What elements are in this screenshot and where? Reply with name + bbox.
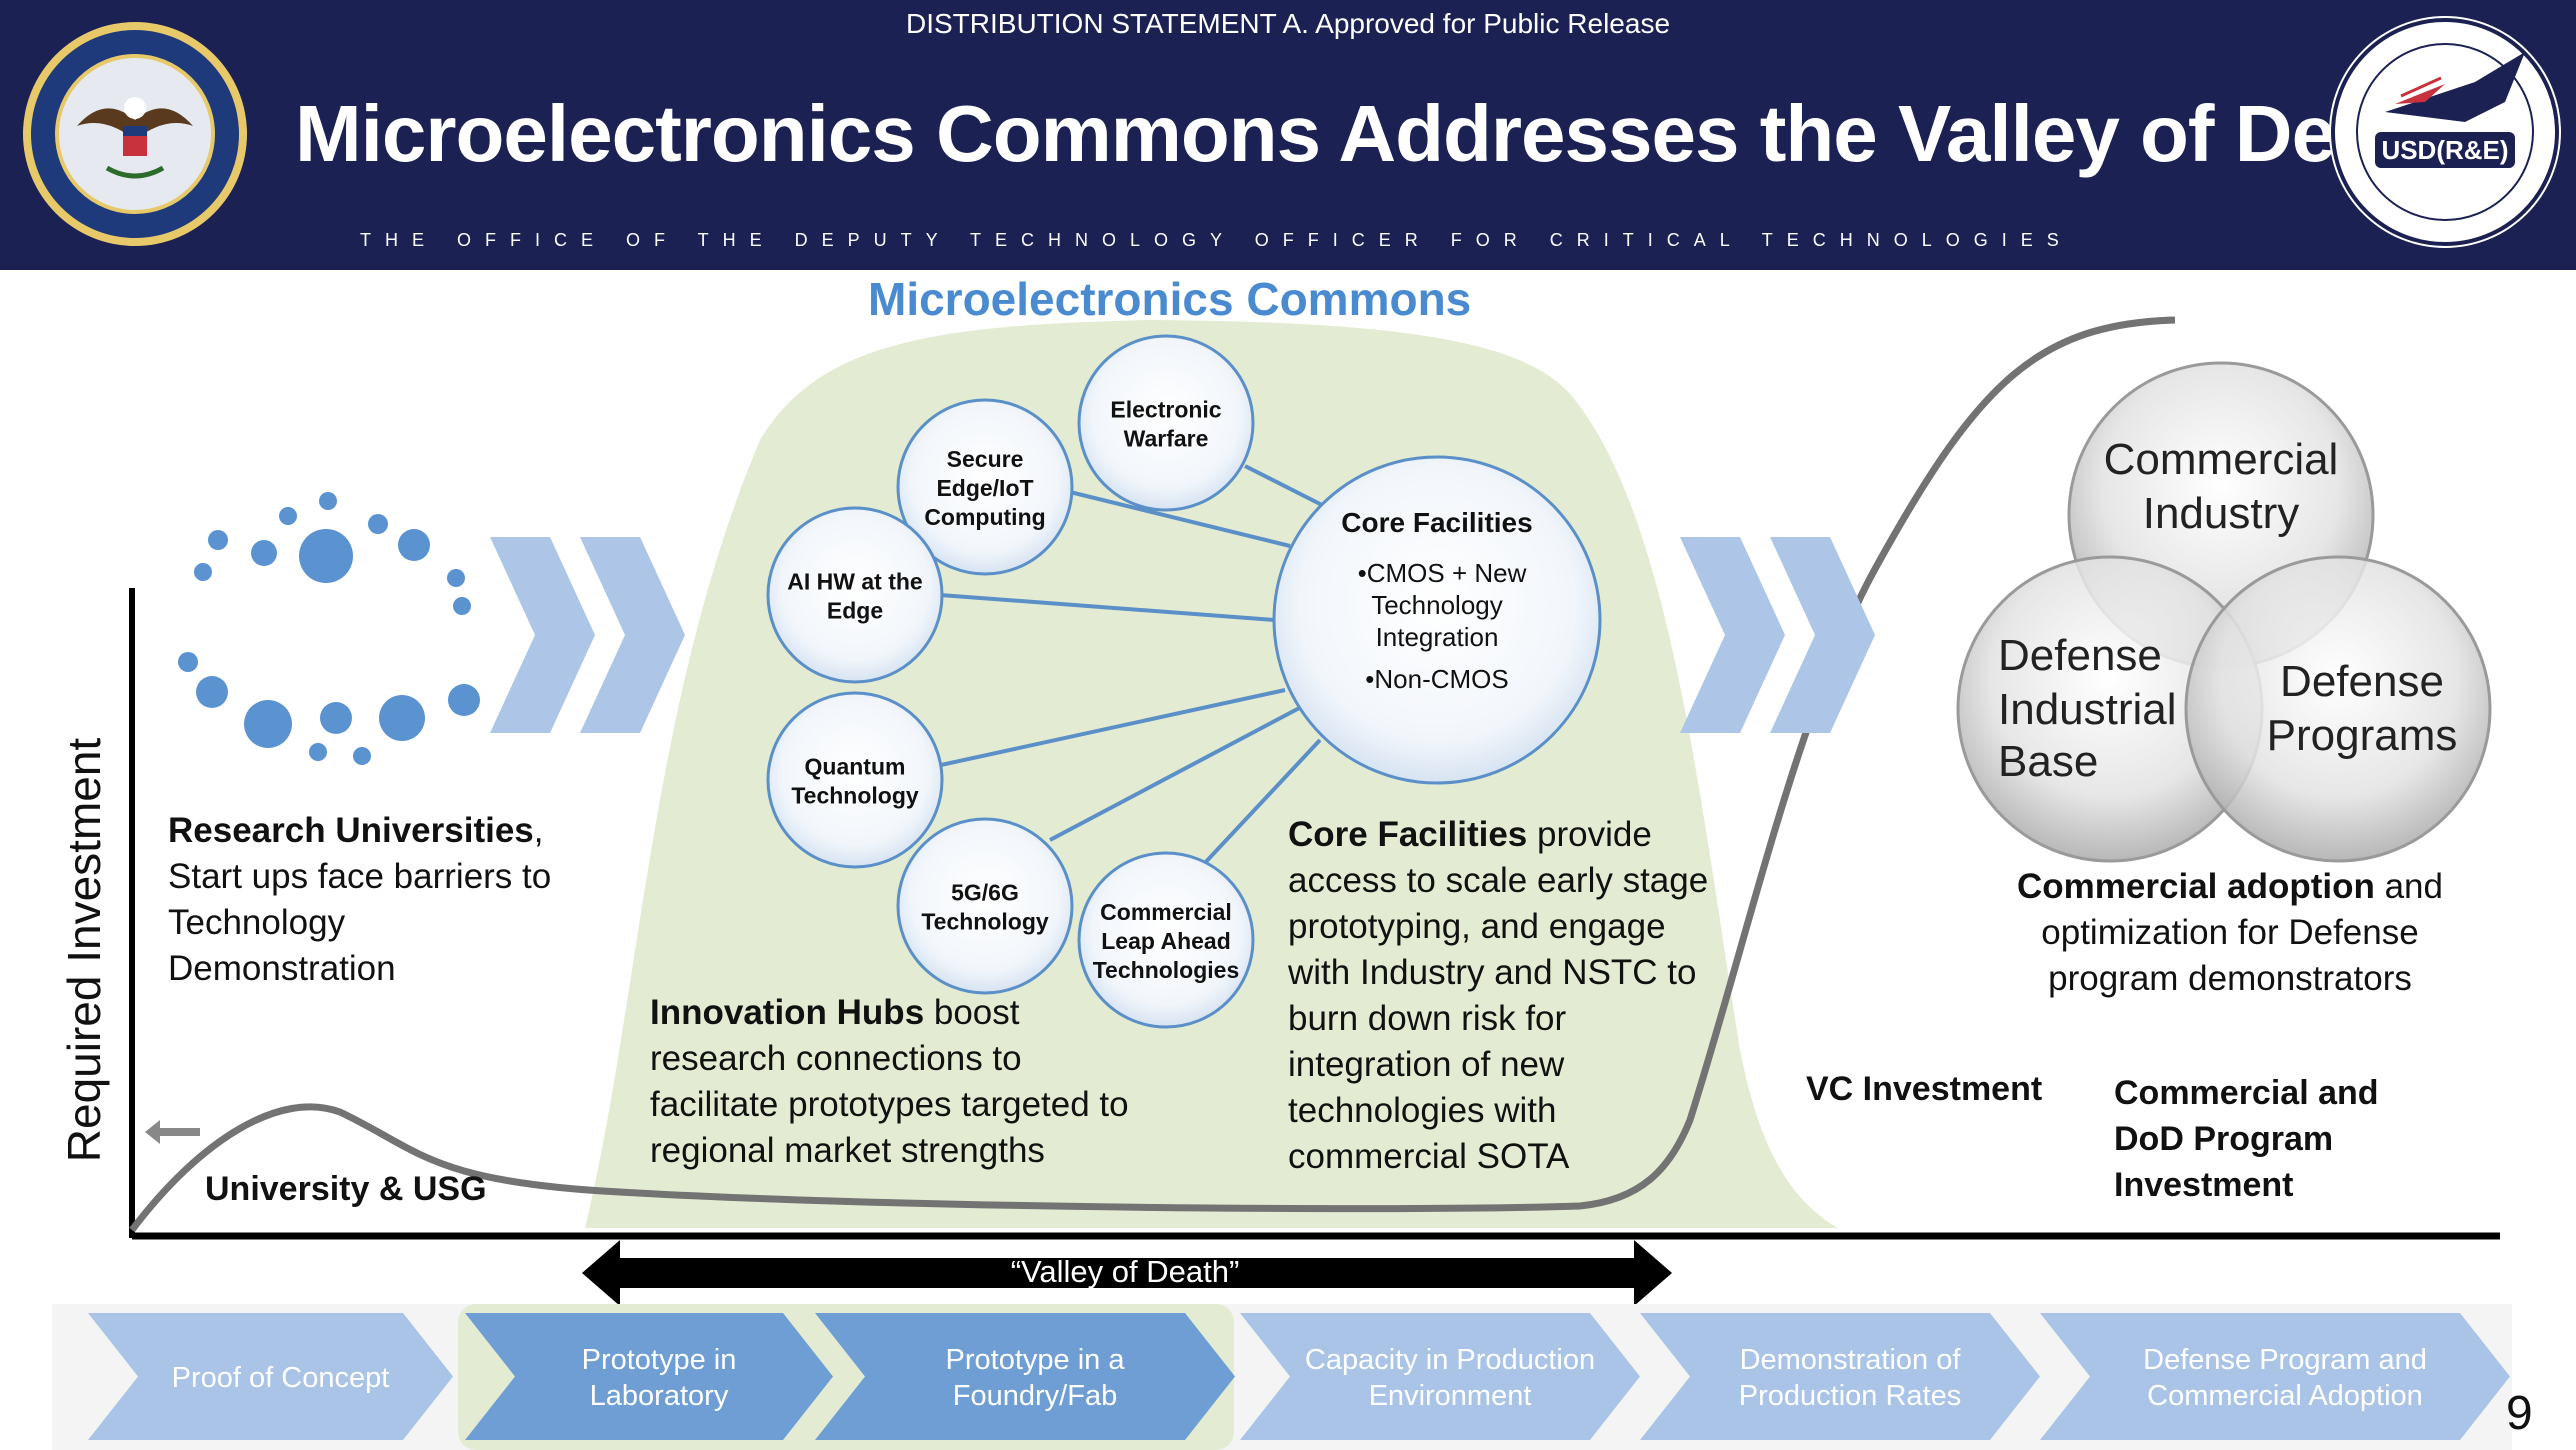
phase-chevron bbox=[465, 1313, 833, 1440]
research-text-bold: Research Universities bbox=[168, 811, 534, 850]
valley-of-death-arrow bbox=[582, 1240, 1672, 1306]
core-text-bold: Core Facilities bbox=[1288, 815, 1528, 854]
hub-node bbox=[896, 398, 1074, 576]
research-text: Research Universities, Start ups face ba… bbox=[168, 808, 568, 992]
adoption-text-bold: Commercial adoption bbox=[2017, 867, 2375, 906]
core-title: Core Facilities bbox=[1341, 507, 1532, 538]
hub-node bbox=[896, 817, 1074, 995]
venn-right-line-2: Programs bbox=[2267, 711, 2458, 760]
hub-node bbox=[766, 506, 944, 684]
adoption-text-rest: and optimization for Defense program dem… bbox=[2041, 867, 2443, 998]
dod-seal-icon bbox=[23, 22, 247, 246]
phase-chevron bbox=[1640, 1313, 2040, 1440]
core-bullet-1c: Integration bbox=[1376, 622, 1499, 652]
phase-label: Prototype in a Foundry/Fab bbox=[945, 1344, 1125, 1412]
hub-node-label: Edge bbox=[827, 598, 883, 624]
phase-chevron bbox=[88, 1313, 453, 1440]
y-axis-label: Required Investment bbox=[58, 737, 110, 1163]
hub-node-label: Electronic bbox=[1110, 397, 1221, 423]
usdre-logo-icon: USD(R&E) bbox=[2329, 16, 2561, 248]
venn-left-line-3: Base bbox=[1998, 737, 2098, 786]
core-facilities-node bbox=[1272, 455, 1602, 785]
hubs-text-bold: Innovation Hubs bbox=[650, 993, 925, 1032]
hub-node bbox=[766, 691, 944, 869]
venn-right-line-1: Defense bbox=[2280, 657, 2444, 706]
venn-top-line-2: Industry bbox=[2143, 489, 2300, 538]
core-text: Core Facilities provide access to scale … bbox=[1288, 812, 1728, 1180]
hub-node-label: Warfare bbox=[1124, 426, 1209, 452]
right-chevrons bbox=[1680, 537, 1875, 733]
page-number: 9 bbox=[2506, 1387, 2533, 1440]
university-label: University & USG bbox=[205, 1170, 487, 1208]
research-text-rest: , Start ups face barriers to Technology … bbox=[168, 811, 552, 988]
usdre-logo-text: USD(R&E) bbox=[2381, 135, 2508, 165]
phase-label: Proof of Concept bbox=[171, 1362, 390, 1394]
distribution-statement: DISTRIBUTION STATEMENT A. Approved for P… bbox=[905, 8, 1671, 39]
core-bullet-1b: Technology bbox=[1371, 590, 1503, 620]
hub-node-label: Leap Ahead bbox=[1101, 928, 1231, 954]
core-bullet-2: •Non-CMOS bbox=[1365, 664, 1508, 694]
hub-node-label: Technology bbox=[921, 909, 1049, 935]
valley-diagram: Core Facilities •CMOS + New Technology I… bbox=[129, 316, 2500, 1306]
phase-label: Capacity in Production Environment bbox=[1304, 1344, 1596, 1412]
core-text-rest: provide access to scale early stage prot… bbox=[1288, 815, 1709, 1176]
page-title: Microelectronics Commons Addresses the V… bbox=[295, 89, 2453, 178]
hubs-text-rest: boost research connections to facilitate… bbox=[650, 993, 1129, 1170]
hub-node-label: Edge/IoT bbox=[936, 475, 1033, 501]
hub-node-label: Technologies bbox=[1093, 957, 1240, 983]
investment-curve bbox=[129, 316, 2176, 1233]
phase-label: Demonstration of Production Rates bbox=[1738, 1344, 1962, 1412]
hub-node bbox=[1077, 334, 1255, 512]
adoption-text: Commercial adoption and optimization for… bbox=[2015, 864, 2445, 1002]
phase-band bbox=[52, 1304, 2512, 1450]
valley-label: “Valley of Death” bbox=[1010, 1254, 1240, 1289]
page-subtitle: THE OFFICE OF THE DEPUTY TECHNOLOGY OFFI… bbox=[360, 230, 2073, 250]
commons-title: Microelectronics Commons bbox=[868, 273, 1472, 325]
header-bar bbox=[0, 0, 2576, 270]
research-dots bbox=[178, 492, 480, 765]
phase-label: Prototype in Laboratory bbox=[581, 1344, 737, 1412]
phase-label: Defense Program and Commercial Adoption bbox=[2143, 1344, 2427, 1412]
venn-top-line-1: Commercial bbox=[2104, 435, 2339, 484]
phase-chevron bbox=[815, 1313, 1235, 1440]
venn-left-line-2: Industrial bbox=[1998, 685, 2177, 734]
venn-diagram bbox=[1956, 361, 2492, 863]
venn-left-line-1: Defense bbox=[1998, 631, 2162, 680]
phase-chevron bbox=[1240, 1313, 1640, 1440]
hubs-text: Innovation Hubs boost research connectio… bbox=[650, 990, 1150, 1174]
hub-node-label: Technology bbox=[791, 783, 919, 809]
hub-node-label: AI HW at the bbox=[787, 569, 922, 595]
hub-node-label: Commercial bbox=[1100, 899, 1232, 925]
commercial-investment-label: Commercial and DoD Program Investment bbox=[2114, 1074, 2379, 1204]
vc-label: VC Investment bbox=[1806, 1070, 2043, 1108]
hub-node-label: Quantum bbox=[805, 754, 906, 780]
hub-node-label: Computing bbox=[924, 504, 1045, 530]
left-chevrons bbox=[490, 537, 685, 733]
small-arrow-icon bbox=[145, 1120, 200, 1144]
hub-connectors bbox=[917, 464, 1323, 868]
core-bullet-1: •CMOS + New bbox=[1358, 558, 1527, 588]
hub-node-label: Secure bbox=[947, 446, 1024, 472]
hub-node bbox=[1077, 851, 1255, 1029]
phase-chevron bbox=[2040, 1313, 2510, 1440]
hub-node-label: 5G/6G bbox=[951, 880, 1019, 906]
